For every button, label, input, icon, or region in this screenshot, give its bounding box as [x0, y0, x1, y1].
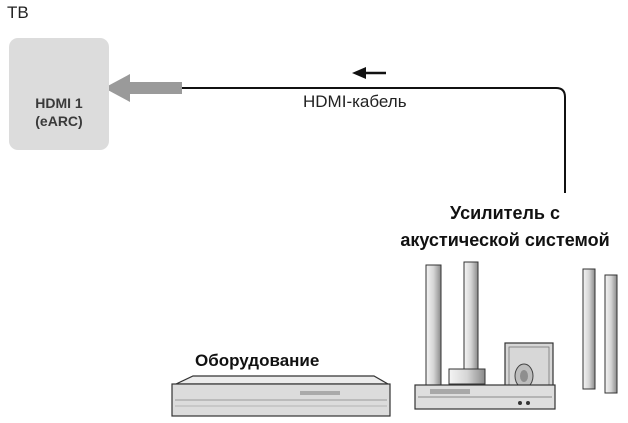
amplifier-label-line2: акустической системой — [400, 230, 610, 250]
cable-label: HDMI-кабель — [303, 92, 407, 111]
hdmi-cable-line — [182, 87, 566, 193]
hdmi-port-panel — [9, 38, 109, 150]
amplifier-label-line1: Усилитель с — [450, 203, 560, 223]
device-label: Оборудование — [195, 351, 320, 370]
direction-arrow-icon — [352, 67, 386, 79]
speaker-system-icon — [414, 261, 618, 410]
input-arrow — [104, 74, 182, 102]
tv-label: ТВ — [7, 3, 29, 22]
port-subtitle: (eARC) — [35, 113, 83, 129]
port-name: HDMI 1 — [35, 95, 83, 111]
av-device-icon — [171, 375, 391, 417]
amplifier-label: Усилитель с акустической системой — [380, 200, 628, 254]
